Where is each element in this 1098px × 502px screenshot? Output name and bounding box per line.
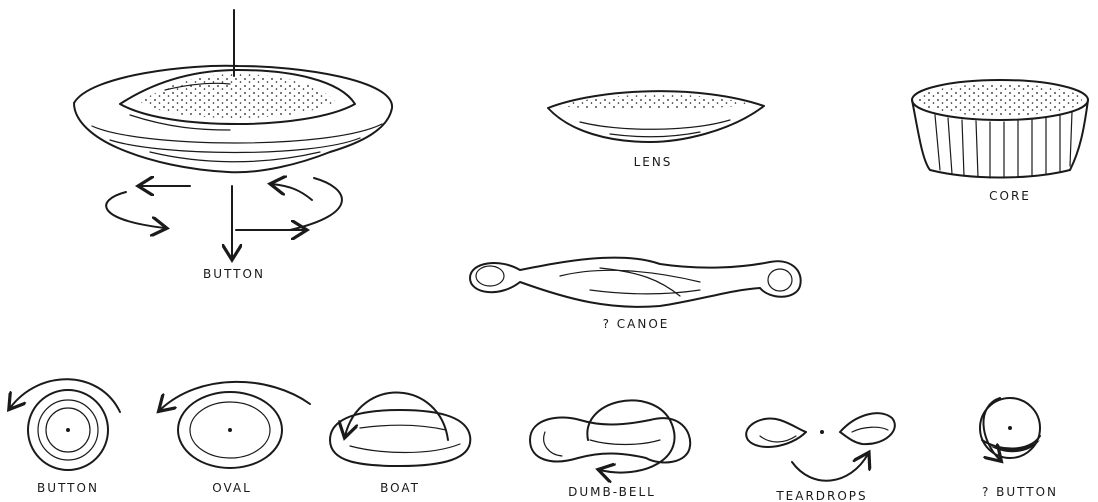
label-oval: OVAL: [212, 481, 252, 495]
label-boat: BOAT: [380, 481, 420, 495]
question-button-arrow: [983, 398, 1000, 460]
rotation-arrow-upper-right: [272, 184, 312, 200]
lens-figure: LENS: [548, 91, 764, 169]
teardrop-left: [746, 419, 806, 447]
oval-rotation-arrow: [160, 382, 310, 410]
small-button-figure: BUTTON: [10, 379, 120, 495]
teardrop-right: [840, 413, 895, 444]
label-button-question: ? BUTTON: [982, 485, 1058, 499]
oval-figure: OVAL: [160, 382, 310, 495]
label-core: CORE: [989, 189, 1031, 203]
small-button-rotation-arrow: [10, 379, 120, 412]
rotation-arrow-lower-left: [106, 192, 165, 228]
boat-figure: BOAT: [330, 393, 470, 495]
dumbbell-figure: DUMB-BELL: [530, 400, 690, 499]
canoe-shape: [470, 258, 801, 307]
label-canoe: ? CANOE: [603, 317, 670, 331]
rotation-arrow-right-curve: [290, 178, 342, 230]
label-button-small: BUTTON: [37, 481, 99, 495]
teardrops-rotation-arrow: [792, 454, 868, 481]
label-dumbbell: DUMB-BELL: [568, 485, 656, 499]
question-button-figure: ? BUTTON: [980, 398, 1058, 499]
dumbbell-rotation-arrow: [587, 400, 674, 472]
label-teardrops: TEARDROPS: [775, 489, 867, 502]
teardrops-figure: TEARDROPS: [746, 413, 895, 502]
core-figure: CORE: [912, 80, 1088, 203]
label-button-main: BUTTON: [203, 267, 265, 281]
button-main-figure: BUTTON: [74, 10, 392, 281]
label-lens: LENS: [634, 155, 673, 169]
boat-rotation-arrow: [345, 393, 448, 440]
canoe-figure: ? CANOE: [470, 258, 801, 331]
